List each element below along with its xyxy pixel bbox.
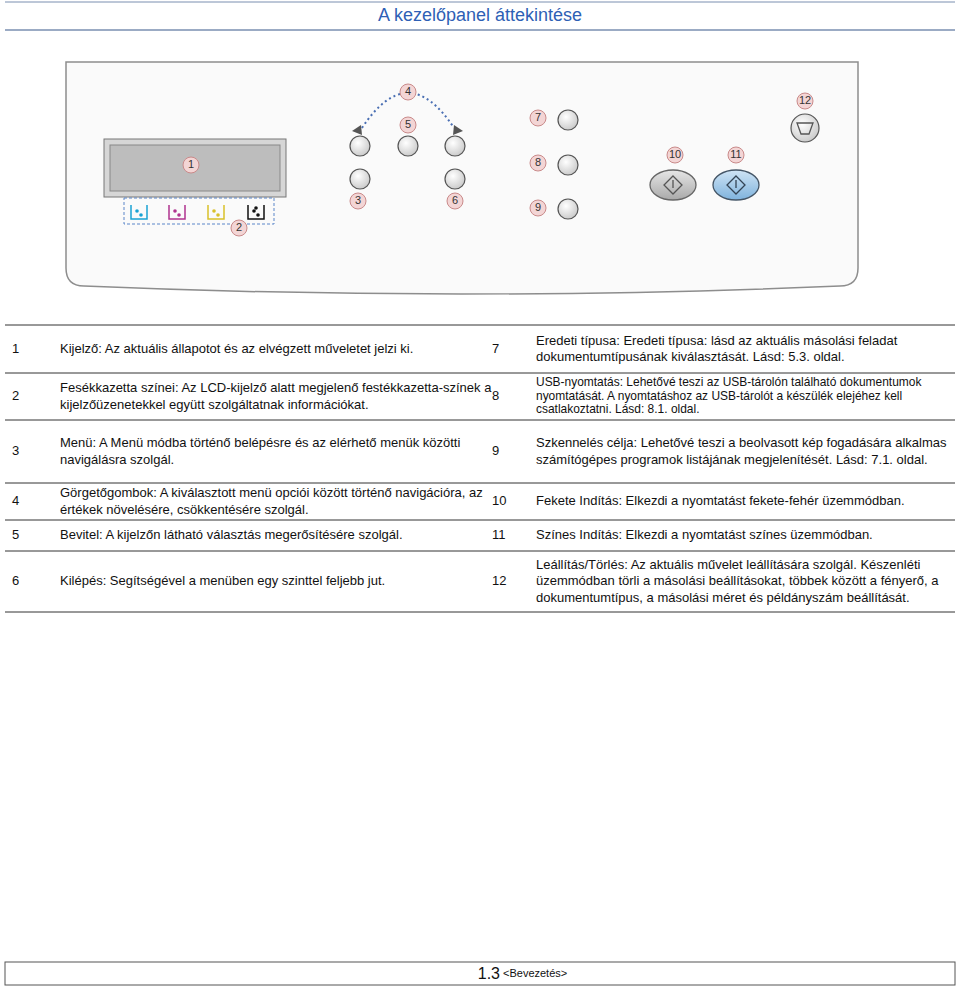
section-name: <Bevezetés> (503, 963, 623, 985)
table-number: 12 (492, 551, 532, 612)
callout-number: 8 (527, 155, 549, 171)
callout-number: 2 (228, 220, 250, 236)
callout-number: 9 (527, 200, 549, 216)
table-number: 1 (12, 325, 52, 373)
page-title: A kezelőpanel áttekintése (0, 3, 960, 27)
table-cell: Menü: A Menü módba történő belépésre és … (60, 420, 500, 483)
table-number: 5 (12, 520, 52, 551)
callout-number: 4 (397, 84, 419, 100)
table-number: 11 (492, 520, 532, 551)
table-cell: Kijelző: Az aktuális állapotot és az elv… (60, 325, 500, 373)
callout-number: 12 (794, 93, 816, 109)
table-number: 6 (12, 551, 52, 612)
callout-number: 5 (397, 117, 419, 133)
table-number: 3 (12, 420, 52, 483)
callout-number: 3 (347, 193, 369, 209)
table-cell: Görgetőgombok: A kiválasztott menü opció… (60, 483, 500, 520)
callout-number: 11 (725, 147, 747, 163)
table-cell: Eredeti típusa: Eredeti típusa: lásd az … (536, 325, 956, 373)
table-cell: USB-nyomtatás: Lehetővé teszi az USB-tár… (536, 373, 956, 420)
table-number: 2 (12, 373, 52, 420)
table-cell: Színes Indítás: Elkezdi a nyomtatást szí… (536, 520, 956, 551)
table-cell: Leállítás/Törlés: Az aktuális művelet le… (536, 551, 956, 612)
table-number: 10 (492, 483, 532, 520)
table-number: 9 (492, 420, 532, 483)
table-number: 7 (492, 325, 532, 373)
page-number: 1.3 (440, 963, 500, 985)
callout-number: 7 (527, 110, 549, 126)
table-cell: Fesékkazetta színei: Az LCD-kijelző alat… (60, 373, 500, 420)
table-number: 4 (12, 483, 52, 520)
callout-number: 6 (444, 193, 466, 209)
callout-number: 1 (180, 157, 202, 173)
table-cell: Szkennelés célja: Lehetővé teszi a beolv… (536, 420, 956, 483)
table-cell: Kilépés: Segítségével a menüben egy szin… (60, 551, 500, 612)
callout-number: 10 (664, 147, 686, 163)
table-cell: Fekete Indítás: Elkezdi a nyomtatást fek… (536, 483, 956, 520)
table-number: 8 (492, 373, 532, 420)
table-cell: Bevitel: A kijelzőn látható választás me… (60, 520, 500, 551)
